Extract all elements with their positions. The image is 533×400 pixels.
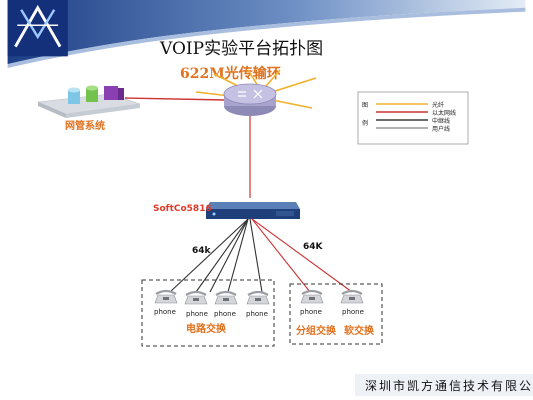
packet-soft-switch-group bbox=[289, 283, 383, 345]
nms-label: 网管系统 bbox=[65, 121, 105, 132]
soft-switch-label: 软交换 bbox=[344, 326, 374, 337]
header-banner bbox=[7, 0, 526, 68]
circuit-switch-label: 电路交换 bbox=[186, 324, 226, 335]
database-icon bbox=[86, 85, 98, 102]
legend-item-ethernet: 以太网线 bbox=[432, 110, 457, 117]
ethernet-link-nms bbox=[124, 97, 227, 101]
server-icon bbox=[68, 87, 80, 104]
phone-label: phone bbox=[214, 310, 236, 318]
phone-label: phone bbox=[300, 308, 322, 316]
phone-icon bbox=[300, 289, 324, 304]
legend-item-user-line: 用户线 bbox=[432, 126, 451, 133]
speed-label-right: 64K bbox=[303, 242, 323, 252]
speed-label-left: 64k bbox=[192, 246, 211, 256]
legend-header-1: 图 bbox=[362, 102, 369, 109]
phone-label: phone bbox=[342, 308, 364, 316]
trunk-lines bbox=[251, 218, 353, 293]
phone-icon bbox=[340, 289, 364, 304]
softswitch-device bbox=[206, 202, 300, 219]
packet-switch-label: 分组交换 bbox=[296, 326, 336, 337]
phone-icon bbox=[184, 290, 208, 305]
legend-item-trunk: 中继线 bbox=[432, 118, 451, 125]
legend-item-fiber: 光纤 bbox=[432, 102, 445, 109]
network-management-system bbox=[36, 85, 141, 118]
footer-band bbox=[355, 374, 533, 396]
ring-label: 622M光传输环 bbox=[180, 66, 281, 82]
page-title: VOIP实验平台拓扑图 bbox=[160, 39, 324, 59]
phone-icon bbox=[214, 290, 238, 305]
company-footer: 深圳市凯方通信技术有限公司 bbox=[365, 379, 533, 393]
company-logo bbox=[7, 0, 68, 57]
legend-header-2: 例 bbox=[362, 120, 369, 127]
phone-label: phone bbox=[246, 310, 268, 318]
phone-label: phone bbox=[154, 308, 176, 316]
phone-label: phone bbox=[186, 310, 208, 318]
softswitch-label: SoftCo5816 bbox=[153, 204, 212, 214]
computer-icon bbox=[104, 86, 124, 100]
user-lines bbox=[169, 218, 263, 293]
circuit-switch-group bbox=[141, 279, 275, 347]
optical-ring-node bbox=[223, 83, 277, 116]
phone-icon bbox=[154, 289, 178, 304]
phone-icon bbox=[246, 290, 270, 305]
legend bbox=[357, 91, 469, 145]
